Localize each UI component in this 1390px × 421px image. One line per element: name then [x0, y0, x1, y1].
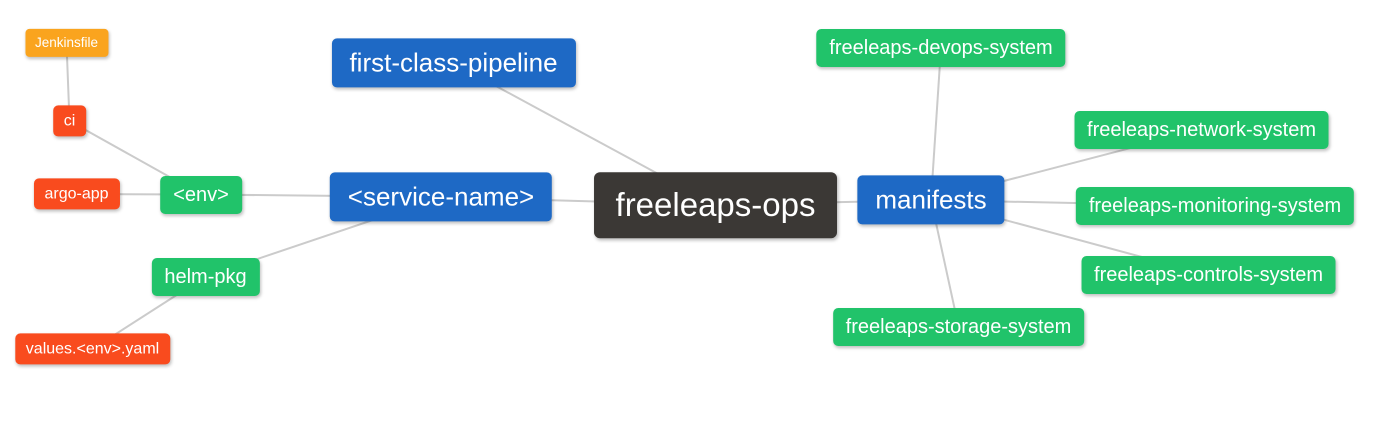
node-argo-app[interactable]: argo-app — [33, 178, 120, 210]
node-freeleaps-ops[interactable]: freeleaps-ops — [593, 172, 838, 238]
node-jenkinsfile[interactable]: Jenkinsfile — [24, 28, 109, 58]
node-service-name[interactable]: <service-name> — [329, 172, 553, 222]
node-ci[interactable]: ci — [52, 105, 87, 137]
node-values-env-yaml[interactable]: values.<env>.yaml — [14, 333, 171, 365]
node-env[interactable]: <env> — [160, 175, 242, 214]
node-freeleaps-devops-system[interactable]: freeleaps-devops-system — [816, 28, 1066, 67]
node-freeleaps-monitoring-system[interactable]: freeleaps-monitoring-system — [1075, 187, 1355, 225]
node-manifests[interactable]: manifests — [857, 175, 1005, 225]
node-freeleaps-controls-system[interactable]: freeleaps-controls-system — [1081, 256, 1336, 294]
node-helm-pkg[interactable]: helm-pkg — [151, 257, 260, 296]
node-freeleaps-storage-system[interactable]: freeleaps-storage-system — [832, 307, 1085, 346]
edge-manifests-devops — [930, 47, 942, 201]
node-freeleaps-network-system[interactable]: freeleaps-network-system — [1074, 110, 1329, 149]
node-first-class-pipeline[interactable]: first-class-pipeline — [331, 38, 576, 88]
